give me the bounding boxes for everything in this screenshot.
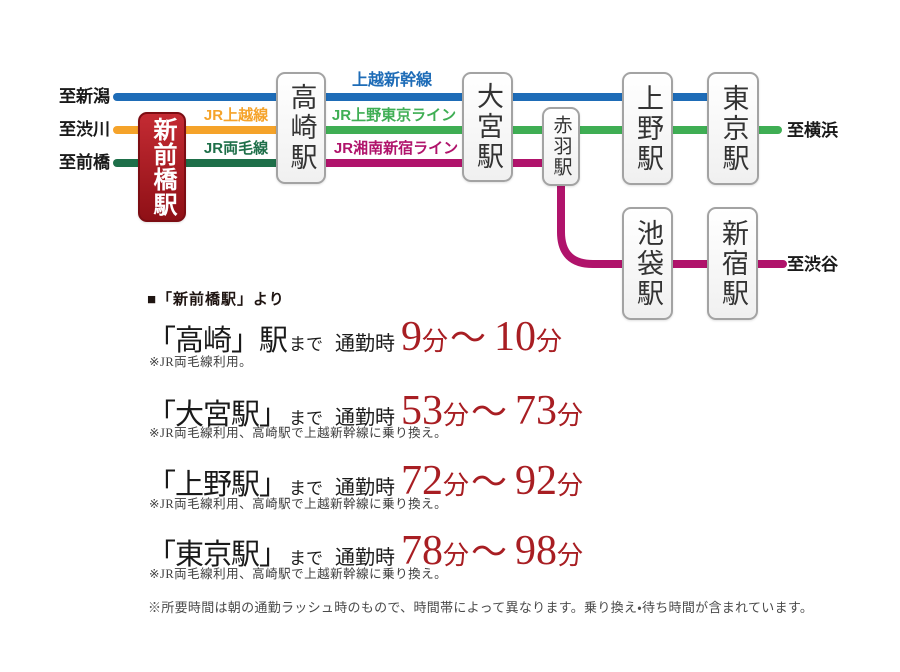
route-commute-label: 通勤時 — [335, 333, 396, 355]
route-station-name: 「高崎」駅 — [147, 325, 288, 357]
joetsu-shinkansen-line — [113, 93, 733, 101]
route-station-name: 「上野駅」 — [147, 469, 288, 501]
station-akabane-label: 赤羽駅 — [550, 115, 572, 178]
route-time-unit: 分 — [422, 327, 449, 356]
route-time-unit: 分 — [557, 401, 584, 430]
label-jr-ryomo-line: JR両毛線 — [203, 140, 269, 157]
station-takasaki: 高崎駅 — [276, 72, 326, 184]
route-row-omiya: 「大宮駅」 まで 通勤時 53 分 〜 73 分 — [147, 383, 583, 435]
jr-ueno-tokyo-line — [300, 126, 782, 134]
station-shin-maebashi-label: 新前橋駅 — [149, 117, 175, 217]
route-time-unit: 分 — [557, 541, 584, 570]
station-shin-maebashi: 新前橋駅 — [138, 112, 186, 222]
label-jr-ueno-tokyo-line: JR上野東京ライン — [331, 107, 457, 124]
footnote: ※所要時間は朝の通勤ラッシュ時のもので、時間帯によって異なります。乗り換え・待ち… — [148, 600, 814, 615]
route-time-min: 9 — [401, 314, 423, 360]
route-made-label: まで — [289, 549, 324, 568]
endpoint-maebashi: 至前橋 — [59, 153, 110, 172]
route-time-unit: 分 — [443, 401, 470, 430]
station-tokyo: 東京駅 — [707, 72, 759, 185]
endpoint-shibuya: 至渋谷 — [787, 255, 838, 274]
station-takasaki-label: 高崎駅 — [286, 83, 317, 173]
endpoint-yokohama: 至横浜 — [787, 121, 838, 140]
route-time-max: 92 — [515, 458, 558, 504]
route-time-tilde: 〜 — [471, 462, 508, 502]
endpoint-niigata: 至新潟 — [59, 87, 110, 106]
label-jr-joetsu-line: JR上越線 — [203, 107, 269, 124]
route-row-ueno: 「上野駅」 まで 通勤時 72 分 〜 92 分 — [147, 453, 583, 505]
route-made-label: まで — [289, 335, 324, 354]
route-commute-label: 通勤時 — [335, 407, 396, 429]
route-note-ueno: ※JR両毛線利用、高崎駅で上越新幹線に乗り換え。 — [149, 497, 448, 511]
route-commute-label: 通勤時 — [335, 477, 396, 499]
station-tokyo-label: 東京駅 — [718, 83, 749, 174]
route-station-name: 「東京駅」 — [147, 539, 288, 571]
route-made-label: まで — [289, 409, 324, 428]
info-header: ■「新前橋駅」より — [147, 292, 285, 308]
label-joetsu-shinkansen: 上越新幹線 — [351, 72, 432, 89]
jr-shonan-shinjuku-line-upper — [300, 159, 561, 167]
route-time-min: 78 — [401, 528, 444, 574]
station-omiya: 大宮駅 — [462, 72, 513, 182]
station-omiya-label: 大宮駅 — [473, 82, 503, 172]
route-station-name: 「大宮駅」 — [147, 399, 288, 431]
route-time-unit: 分 — [443, 541, 470, 570]
jr-ryomo-line — [113, 159, 303, 167]
route-row-tokyo: 「東京駅」 まで 通勤時 78 分 〜 98 分 — [147, 523, 583, 575]
station-ueno-label: 上野駅 — [633, 83, 663, 174]
route-note-tokyo: ※JR両毛線利用、高崎駅で上越新幹線に乗り換え。 — [149, 567, 448, 581]
jr-shonan-shinjuku-line-curve — [557, 163, 787, 268]
station-ikebukuro: 池袋駅 — [622, 207, 673, 320]
route-note-takasaki: ※JR両毛線利用。 — [149, 355, 253, 369]
station-shinjuku-label: 新宿駅 — [718, 218, 748, 309]
route-time-max: 10 — [494, 314, 537, 360]
jr-joetsu-line — [113, 126, 303, 134]
station-akabane: 赤羽駅 — [542, 107, 580, 186]
route-time-min: 53 — [401, 388, 444, 434]
route-commute-label: 通勤時 — [335, 547, 396, 569]
route-time-tilde: 〜 — [471, 392, 508, 432]
route-time-max: 73 — [515, 388, 558, 434]
route-time-unit: 分 — [536, 327, 563, 356]
station-ikebukuro-label: 池袋駅 — [633, 218, 663, 309]
route-note-omiya: ※JR両毛線利用、高崎駅で上越新幹線に乗り換え。 — [149, 426, 448, 440]
route-time-min: 72 — [401, 458, 444, 504]
station-ueno: 上野駅 — [622, 72, 673, 185]
station-shinjuku: 新宿駅 — [707, 207, 758, 320]
route-time-unit: 分 — [557, 471, 584, 500]
route-made-label: まで — [289, 479, 324, 498]
route-time-max: 98 — [515, 528, 558, 574]
route-row-takasaki: 「高崎」駅 まで 通勤時 9 分 〜 10 分 — [147, 309, 562, 361]
route-time-tilde: 〜 — [471, 532, 508, 572]
label-jr-shonan-shinjuku-line: JR湘南新宿ライン — [333, 140, 459, 157]
route-time-tilde: 〜 — [450, 318, 487, 358]
route-time-unit: 分 — [443, 471, 470, 500]
endpoint-shibukawa: 至渋川 — [59, 120, 110, 139]
